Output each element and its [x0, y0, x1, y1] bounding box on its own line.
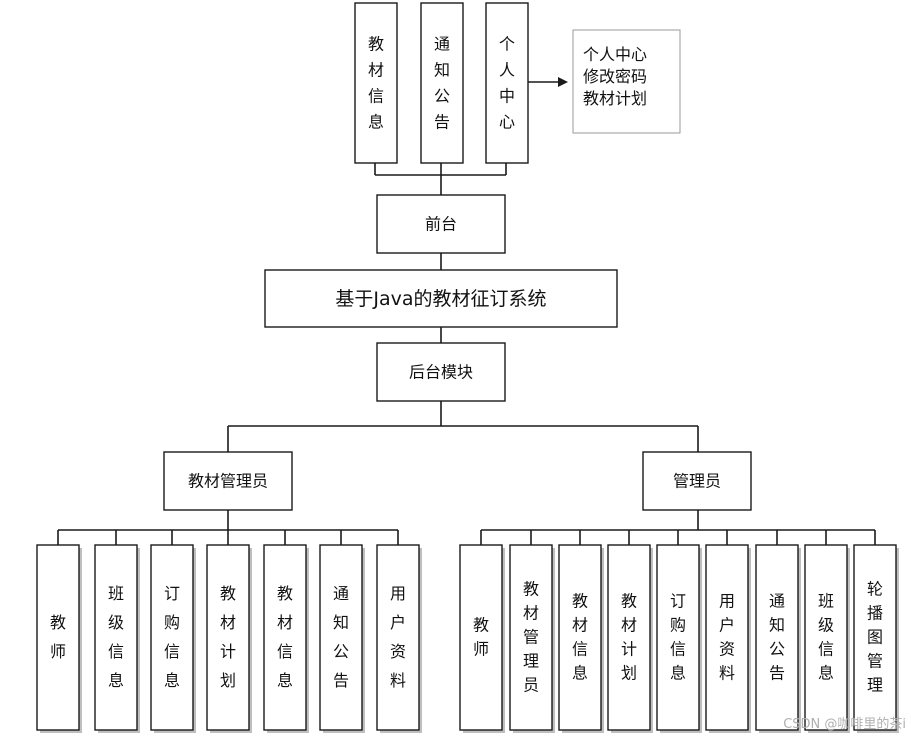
node-label: 班级信息: [108, 584, 124, 690]
node-label: 轮播图管理: [867, 580, 883, 695]
node-label: 通知公告: [434, 35, 450, 132]
node-label: 教材信息: [277, 584, 293, 690]
admin-module-box: 教材管理员: [509, 544, 555, 733]
admin-module-box: 用户资料: [705, 544, 751, 733]
note-item: 个人中心: [583, 45, 647, 64]
system-title-box: 基于Java的教材征订系统: [264, 269, 618, 328]
frontend-box: 前台: [376, 194, 506, 254]
note-item: 修改密码: [583, 67, 647, 86]
admin-module-box: 轮播图管理: [853, 544, 899, 733]
admin-module-box: 教师: [459, 544, 505, 733]
node-label: 教材管理员: [188, 472, 268, 491]
top-module-box: 通知公告: [420, 2, 464, 164]
backend-box: 后台模块: [376, 342, 506, 402]
note-item: 教材计划: [583, 89, 647, 108]
connectors: [57, 77, 876, 545]
admin-module-box: 通知公告: [755, 544, 801, 733]
role-textbook-admin-box: 教材管理员: [163, 451, 293, 511]
node-label: 通知公告: [769, 592, 785, 683]
textbook-admin-module-box: 教材计划: [206, 544, 252, 733]
textbook-admin-module-box: 订购信息: [150, 544, 196, 733]
node-label: 教材计划: [621, 592, 637, 683]
node-label: 基于Java的教材征订系统: [335, 288, 546, 310]
node-label: 前台: [425, 215, 457, 234]
node-label: 班级信息: [818, 592, 834, 683]
node-label: 教材计划: [220, 584, 236, 690]
node-label: 教材信息: [572, 592, 588, 683]
textbook-admin-module-box: 教材信息: [263, 544, 309, 733]
node-label: 教材信息: [368, 35, 384, 132]
node-label: 通知公告: [333, 584, 349, 690]
textbook-admin-module-box: 教师: [36, 544, 82, 733]
nodes: 教材信息通知公告个人中心个人中心修改密码教材计划前台基于Java的教材征订系统后…: [36, 2, 899, 733]
node-label: 订购信息: [670, 592, 686, 683]
admin-module-box: 订购信息: [656, 544, 702, 733]
top-module-box: 教材信息: [354, 2, 398, 164]
node-label: 用户资料: [390, 584, 406, 690]
node-label: 个人中心: [499, 35, 515, 132]
textbook-admin-module-box: 班级信息: [94, 544, 140, 733]
watermark: CSDN @咖啡里的茶i: [783, 716, 906, 732]
role-admin-box: 管理员: [642, 451, 752, 511]
admin-module-box: 教材计划: [607, 544, 653, 733]
admin-module-box: 班级信息: [804, 544, 850, 733]
textbook-admin-module-box: 通知公告: [319, 544, 365, 733]
node-label: 订购信息: [164, 584, 180, 690]
node-label: 教师: [473, 616, 489, 659]
top-module-box: 个人中心: [485, 2, 529, 164]
node-label: 教师: [50, 613, 66, 661]
node-label: 教材管理员: [523, 580, 539, 695]
node-label: 后台模块: [409, 363, 473, 382]
node-label: 管理员: [673, 472, 721, 491]
admin-module-box: 教材信息: [558, 544, 604, 733]
node-label: 用户资料: [719, 592, 735, 683]
textbook-admin-module-box: 用户资料: [376, 544, 422, 733]
